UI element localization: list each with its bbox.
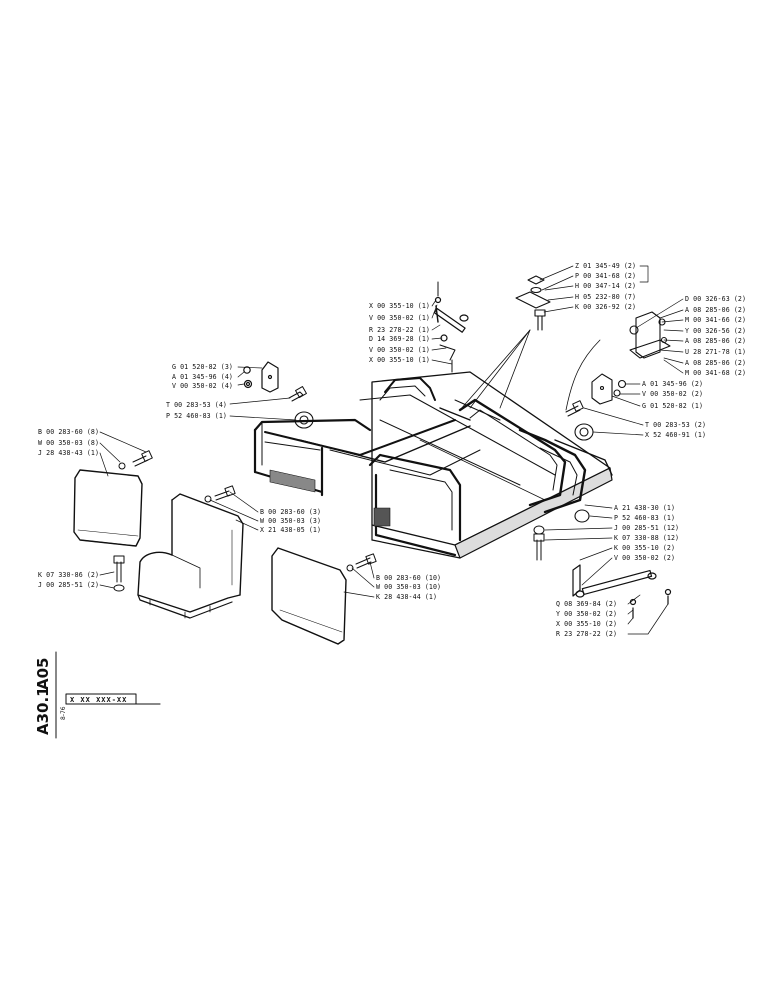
callout-label: K 28 438-44 (1) [376, 593, 438, 601]
callout-label: K 07 330-86 (2) [38, 571, 100, 579]
callout-label: Y 00 350-02 (2) [556, 610, 618, 618]
bolts [113, 386, 584, 592]
callout-label: K 00 355-10 (2) [614, 544, 676, 552]
callout-label: J 00 285-51 (2) [38, 581, 100, 589]
callout-label: X 00 355-10 (1) [368, 302, 430, 310]
leader-lines [99, 265, 684, 635]
callout-label: X 00 355-10 (1) [368, 356, 430, 364]
callout-label: T 00 283-53 (4) [165, 401, 227, 409]
callout-label: V 00 350-02 (2) [642, 390, 704, 398]
callout-label: T 00 283-53 (2) [645, 421, 707, 429]
callout-label: X 21 438-05 (1) [260, 526, 322, 534]
callout-label: Q 08 369-84 (2) [556, 600, 618, 608]
left-hinge-bracket [243, 361, 279, 393]
callout-label: V 00 350-02 (4) [171, 382, 233, 390]
callout-label: A 21 438-30 (1) [614, 504, 676, 512]
callout-label: K 07 330-88 (12) [614, 534, 680, 542]
callout-label: V 00 350-02 (1) [368, 346, 430, 354]
callout-label: P 00 341-68 (2) [575, 272, 637, 280]
callout-label: D 14 369-28 (1) [368, 335, 430, 343]
callout-label: U 28 271-78 (1) [685, 348, 747, 356]
callout-label: X 00 355-10 (2) [556, 620, 618, 628]
reference-box-text: X XX XXX-XX [70, 696, 128, 704]
callout-label: V 00 350-02 (1) [368, 314, 430, 322]
callout-label: W 00 350-03 (3) [260, 517, 322, 525]
callout-label: P 52 460-83 (1) [614, 514, 676, 522]
callout-label: V 00 350-02 (2) [614, 554, 676, 562]
figure-code: A30.1 [34, 686, 52, 735]
callout-label: R 23 278-22 (2) [556, 630, 618, 638]
callout-label: G 01 520-82 (3) [171, 363, 233, 371]
callout-label: J 00 285-51 (12) [614, 524, 680, 532]
callout-label: P 52 460-83 (1) [165, 412, 227, 420]
top-gas-strut [433, 281, 469, 373]
group-code: A05 [34, 657, 52, 690]
center-seat [137, 493, 244, 619]
callout-label: G 01 520-82 (1) [642, 402, 704, 410]
callout-label: B 00 283-60 (3) [260, 508, 322, 516]
callout-label: A 08 285-06 (2) [685, 306, 747, 314]
callout-label: K 00 326-92 (2) [575, 303, 637, 311]
callout-label: A 01 345-96 (4) [171, 373, 233, 381]
callout-label: M 00 341-68 (2) [685, 369, 747, 377]
callout-label: H 00 347-14 (2) [575, 282, 637, 290]
callout-label: D 00 326-63 (2) [685, 295, 747, 303]
callout-label: Z 01 345-49 (2) [575, 262, 637, 270]
top-right-hinge [459, 275, 551, 411]
main-frame [253, 371, 613, 559]
callout-label: R 23 278-22 (1) [368, 326, 430, 334]
left-cushion [73, 469, 143, 547]
right-hinge-bracket [591, 373, 627, 405]
callout-label: W 00 350-03 (8) [38, 439, 100, 447]
callout-label: J 28 438-43 (1) [38, 449, 100, 457]
right-cushion [271, 547, 347, 645]
callout-label: B 00 283-60 (8) [38, 428, 100, 436]
callout-label: A 08 285-06 (2) [685, 337, 747, 345]
title-block-lines [55, 651, 161, 739]
callout-label: H 05 232-80 (7) [575, 293, 637, 301]
callout-label: X 52 460-91 (1) [645, 431, 707, 439]
callout-label: A 08 285-06 (2) [685, 359, 747, 367]
callout-label: M 00 341-66 (2) [685, 316, 747, 324]
callout-label: B 00 283-60 (10) [376, 574, 442, 582]
date-code: 8-76 [60, 706, 67, 720]
callout-label: W 00 350-03 (10) [376, 583, 442, 591]
callout-label: A 01 345-96 (2) [642, 380, 704, 388]
callout-label: Y 00 326-56 (2) [685, 327, 747, 335]
